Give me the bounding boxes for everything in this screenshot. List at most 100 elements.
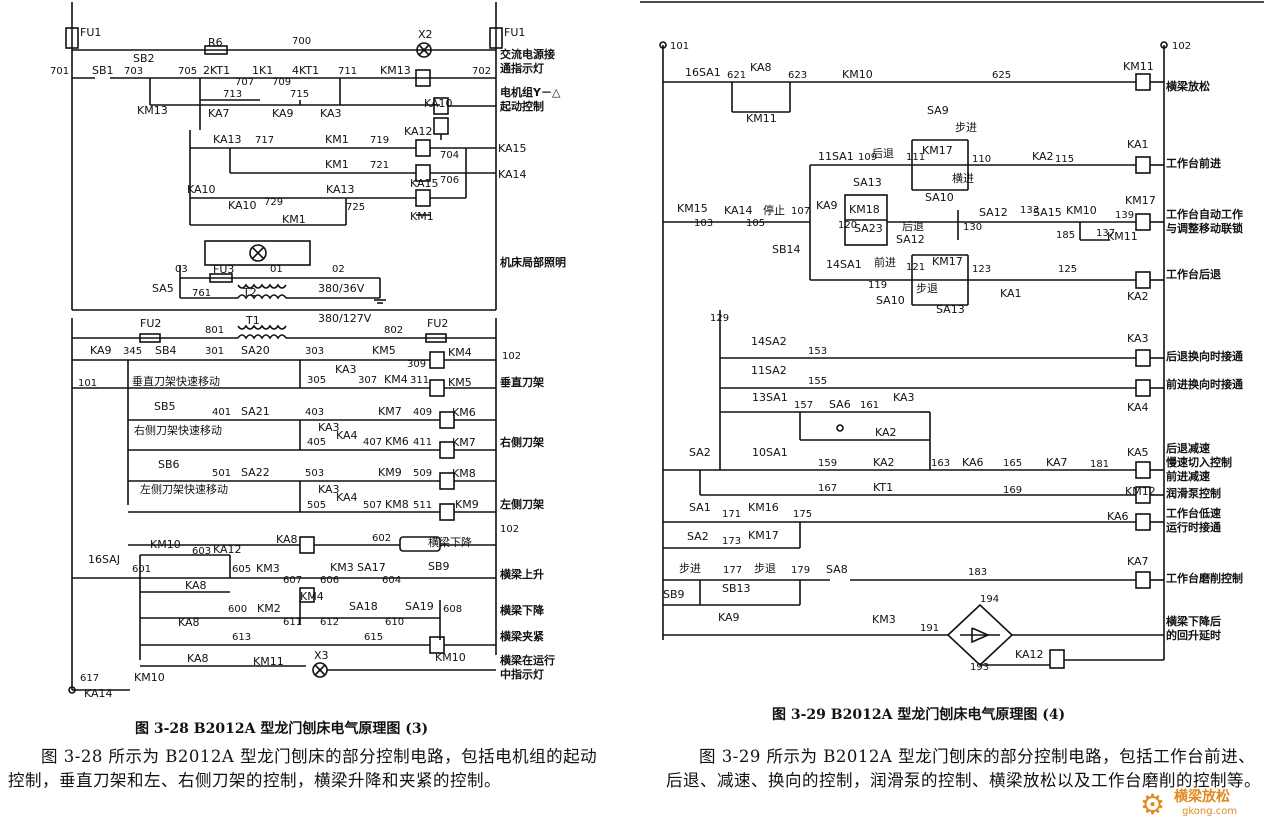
wire-number: 171 [722,509,741,520]
device-label: KA12 [404,125,433,138]
device-label: KA8 [750,61,772,74]
function-label: 前进换向时接通 [1166,377,1243,391]
right-schematic-wires [640,1,1264,669]
wire-number: 615 [364,632,383,643]
device-label: KA6 [962,456,984,469]
wire-number: 130 [963,222,982,233]
device-label: KA10 [187,183,216,196]
device-label: SA6 [829,398,851,411]
device-label: 步进 [679,562,701,575]
device-label: SA22 [241,466,270,479]
wire-number: 165 [1003,458,1022,469]
wire-number: 01 [270,264,283,275]
wire-number: 610 [385,617,404,628]
wire-number: 411 [413,437,432,448]
wire-number: 601 [132,564,151,575]
function-label: 慢速切入控制 [1166,455,1232,469]
left-paragraph: 图 3-28 所示为 B2012A 型龙门刨床的部分控制电路，包括电机组的起动控… [8,747,598,790]
wire-number: 183 [968,567,987,578]
device-label: KA8 [276,533,298,546]
device-label: SA15 [1033,206,1062,219]
device-label: KM13 [380,64,411,77]
function-label: 交流电源接 [500,47,555,61]
wire-number: 407 [363,437,382,448]
wire-number: 345 [123,346,142,357]
wire-number: 702 [472,66,491,77]
watermark-text: 横梁放松 [1174,789,1230,805]
device-label: FU2 [427,317,448,330]
device-label: KA10 [228,199,257,212]
device-label: KA2 [1127,290,1149,303]
wire-number: 157 [794,400,813,411]
device-label: KA1 [1000,287,1022,300]
device-label: KM9 [455,498,479,511]
function-label: 机床局部照明 [500,255,566,269]
function-label: 后退减速 [1166,441,1210,455]
wire-number: 761 [192,288,211,299]
watermark-url: gkong.com [1182,806,1238,817]
wire-number: 309 [407,359,426,370]
device-label: KA13 [326,183,355,196]
wire-number: 707 [235,77,254,88]
wire-number: 120 [838,220,857,231]
device-label: 16SA1 [685,66,721,79]
device-label: KA1 [1127,138,1149,151]
device-label: KA7 [1046,456,1068,469]
wire-number: 163 [931,458,950,469]
function-label: 横梁放松 [1166,79,1210,93]
device-label: KA4 [336,491,358,504]
device-label: SB5 [154,400,176,413]
wire-number: 107 [791,206,810,217]
device-label: 14SA1 [826,258,862,271]
wire-number: 501 [212,468,231,479]
device-label: KA3 [320,107,342,120]
device-label: KM11 [253,655,284,668]
wire-number: 503 [305,468,324,479]
wire-number: 153 [808,346,827,357]
wire-number: 600 [228,604,247,615]
left-function-labels: 交流电源接通指示灯电机组Y－△起动控制机床局部照明垂直刀架右侧刀架左侧刀架横梁上… [499,47,566,681]
wire-number: 305 [307,375,326,386]
device-label: 前进 [874,255,896,269]
device-label: KM4 [448,346,472,359]
device-label: 10SA1 [752,446,788,459]
device-label: KM1 [410,210,434,223]
device-label: KM17 [1125,194,1156,207]
wire-number: 161 [860,400,879,411]
wire-number: 123 [972,264,991,275]
device-label: KM10 [435,651,466,664]
device-label: SA17 [357,561,386,574]
function-label: 通指示灯 [500,61,544,75]
device-label: SA12 [979,206,1008,219]
device-label: KA4 [1127,401,1149,414]
wire-number: 194 [980,594,999,605]
inline-label: 横梁下降 [428,535,472,549]
device-label: SB9 [428,560,450,573]
device-label: 14SA2 [751,335,787,348]
device-label: KA12 [1015,648,1044,661]
device-label: KM1 [325,158,349,171]
function-label: 中指示灯 [500,667,544,681]
device-label: KM11 [746,112,777,125]
device-label: KA3 [893,391,915,404]
device-label: 停止 [763,203,785,217]
function-label: 的回升延时 [1166,628,1221,642]
device-label: KM8 [385,498,409,511]
wire-number: 101 [78,378,97,389]
device-label: 11SA2 [751,364,787,377]
wire-number: 505 [307,500,326,511]
device-label: SB9 [663,588,685,601]
device-label: SA10 [876,294,905,307]
wire-number: 717 [255,135,274,146]
device-label: SA23 [854,222,883,235]
device-label: KA2 [1032,150,1054,163]
wire-number: 167 [818,483,837,494]
wire-number: 725 [346,202,365,213]
device-label: KT1 [873,481,893,494]
function-label: 与调整移动联锁 [1166,221,1243,235]
device-label: KM11 [1123,60,1154,73]
device-label: KM11 [1107,230,1138,243]
device-label: KA9 [718,611,740,624]
device-label: SA8 [826,563,848,576]
